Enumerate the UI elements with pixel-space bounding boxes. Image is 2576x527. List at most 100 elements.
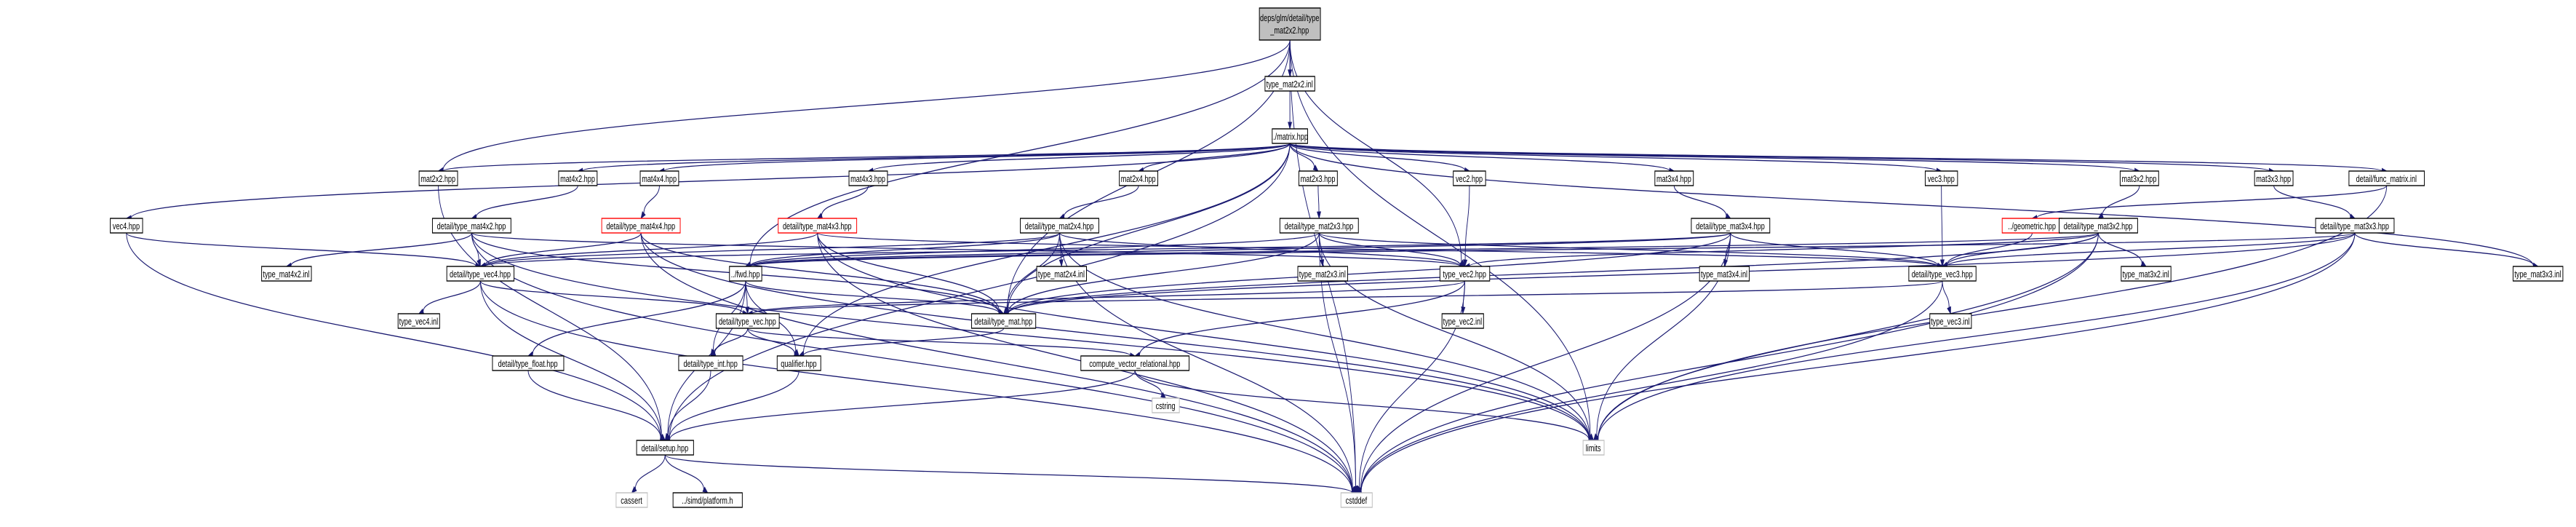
node-cassert[interactable]: cassert bbox=[615, 492, 648, 508]
edge-line bbox=[126, 232, 661, 439]
node-type-vec3-inl[interactable]: type_vec3.inl bbox=[1929, 313, 1972, 329]
node-matrix-hpp[interactable]: ../matrix.hpp bbox=[1272, 128, 1308, 144]
node-setup-hpp[interactable]: detail/setup.hpp bbox=[636, 440, 694, 456]
edge-vec4-hpp-to-setup-hpp bbox=[126, 232, 666, 442]
node-cstddef[interactable]: cstddef bbox=[1340, 492, 1373, 508]
node-type-vec-hpp[interactable]: detail/type_vec.hpp bbox=[715, 313, 780, 329]
node-type-vec2-inl[interactable]: type_vec2.inl bbox=[1441, 313, 1484, 329]
node-type-vec2-hpp[interactable]: type_vec2.hpp bbox=[1439, 266, 1491, 282]
edge-line bbox=[442, 143, 1291, 172]
node-mat2x2-hpp[interactable]: mat2x2.hpp bbox=[418, 170, 458, 186]
edge-line bbox=[2354, 232, 2534, 266]
node-label: vec2.hpp bbox=[1456, 175, 1483, 185]
node-type-mat4x3-hpp[interactable]: detail/type_mat4x3.hpp bbox=[778, 218, 858, 234]
edge-line bbox=[1134, 370, 1163, 395]
edge-line bbox=[476, 185, 578, 218]
edge-line bbox=[663, 143, 1291, 172]
edge-type-vec4-hpp-to-type-vec4-inl bbox=[418, 280, 481, 314]
node-type-float-hpp[interactable]: detail/type_float.hpp bbox=[492, 355, 565, 371]
edge-arrowhead bbox=[1312, 165, 1319, 172]
node-label: type_vec4.inl bbox=[399, 317, 438, 328]
node-simd-platform-h[interactable]: ../simd/platform.h bbox=[672, 492, 743, 508]
node-label: detail/type_vec.hpp bbox=[719, 317, 776, 328]
edge-matrix-hpp-to-type-mat3x3-inl bbox=[1289, 143, 2539, 269]
node-type-mat2x4-inl[interactable]: type_mat2x4.inl bbox=[1036, 266, 1088, 282]
node-limits[interactable]: limits bbox=[1582, 440, 1605, 456]
edge-setup-hpp-to-cstddef bbox=[664, 454, 1357, 496]
node-type-mat3x3-inl[interactable]: type_mat3x3.inl bbox=[2513, 266, 2564, 282]
node-type-mat4x4-hpp[interactable]: detail/type_mat4x4.hpp bbox=[601, 218, 681, 234]
node-vec4-hpp[interactable]: vec4.hpp bbox=[110, 218, 143, 234]
edge-mat4x4-hpp-to-type-mat4x4-hpp bbox=[640, 185, 660, 220]
node-type-mat4x2-hpp[interactable]: detail/type_mat4x2.hpp bbox=[431, 218, 511, 234]
edge-line bbox=[1289, 143, 1466, 171]
node-mat2x4-hpp[interactable]: mat2x4.hpp bbox=[1119, 170, 1159, 186]
node-type-mat-hpp[interactable]: detail/type_mat.hpp bbox=[971, 313, 1037, 329]
edge-line bbox=[1289, 143, 2135, 172]
edge-line bbox=[1318, 232, 1939, 267]
edge-arrowhead bbox=[1288, 69, 1293, 78]
edge-line bbox=[749, 232, 1060, 266]
node-type-mat2x4-hpp[interactable]: detail/type_mat2x4.hpp bbox=[1020, 218, 1099, 234]
node-mat3x3-hpp[interactable]: mat3x3.hpp bbox=[2254, 170, 2294, 186]
node-label: detail/type_mat2x4.hpp bbox=[1025, 222, 1094, 232]
node-type-mat3x3-hpp[interactable]: detail/type_mat3x3.hpp bbox=[2315, 218, 2395, 234]
node-geometric-hpp[interactable]: ../geometric.hpp bbox=[2001, 218, 2063, 234]
node-type-mat2x2-inl[interactable]: type_mat2x2.inl bbox=[1264, 76, 1315, 92]
edge-line bbox=[643, 185, 660, 214]
node-label: type_mat4x2.inl bbox=[263, 270, 309, 280]
node-type-mat3x4-hpp[interactable]: detail/type_mat3x4.hpp bbox=[1691, 218, 1771, 234]
node-label: detail/type_mat3x4.hpp bbox=[1696, 222, 1765, 232]
node-mat4x4-hpp[interactable]: mat4x4.hpp bbox=[639, 170, 679, 186]
edge-type-mat2x2-inl-to-matrix-hpp bbox=[1288, 91, 1293, 130]
edge-line bbox=[1946, 232, 2033, 265]
node-label: detail/setup.hpp bbox=[642, 444, 689, 454]
node-fwd-hpp[interactable]: ../fwd.hpp bbox=[729, 266, 762, 282]
edge-type-float-hpp-to-setup-hpp bbox=[527, 370, 666, 441]
node-cstring[interactable]: cstring bbox=[1152, 397, 1180, 413]
edge-mat3x4-hpp-to-type-mat3x4-hpp bbox=[1673, 185, 1731, 219]
edge-vec3-hpp-to-type-vec3-hpp bbox=[1939, 185, 1945, 268]
edge-line bbox=[479, 280, 662, 437]
edge-type-vec-hpp-to-compute-vector-relational-hpp bbox=[747, 328, 1136, 359]
node-type-vec4-inl[interactable]: type_vec4.inl bbox=[397, 313, 440, 329]
node-type-mat3x2-inl[interactable]: type_mat3x2.inl bbox=[2121, 266, 2172, 282]
node-type-mat2x3-inl[interactable]: type_mat2x3.inl bbox=[1297, 266, 1348, 282]
node-label: detail/type_mat.hpp bbox=[974, 317, 1032, 328]
edge-line bbox=[1673, 185, 1727, 216]
edge-line bbox=[745, 280, 1000, 314]
node-type-mat2x3-hpp[interactable]: detail/type_mat2x3.hpp bbox=[1279, 218, 1359, 234]
node-mat3x2-hpp[interactable]: mat3x2.hpp bbox=[2119, 170, 2159, 186]
node-root-type-mat2x2-hpp: deps/glm/detail/type _mat2x2.hpp bbox=[1259, 7, 1321, 41]
edge-line bbox=[1289, 143, 1670, 172]
edge-line bbox=[640, 232, 1000, 313]
edge-line bbox=[1289, 143, 2270, 172]
edge-line bbox=[1139, 280, 1466, 355]
node-type-mat4x2-inl[interactable]: type_mat4x2.inl bbox=[261, 266, 312, 282]
node-label: cstddef bbox=[1346, 496, 1368, 507]
edge-line bbox=[1360, 232, 2099, 491]
node-type-vec3-hpp[interactable]: detail/type_vec3.hpp bbox=[1908, 266, 1977, 282]
node-type-mat3x4-inl[interactable]: type_mat3x4.inl bbox=[1699, 266, 1750, 282]
node-label: type_mat2x3.inl bbox=[1299, 270, 1346, 280]
edge-line bbox=[2102, 185, 2140, 215]
node-compute-vector-relational-hpp[interactable]: compute_vector_relational.hpp bbox=[1080, 355, 1190, 371]
node-vec3-hpp[interactable]: vec3.hpp bbox=[1924, 170, 1958, 186]
node-mat3x4-hpp[interactable]: mat3x4.hpp bbox=[1654, 170, 1694, 186]
node-func-matrix-inl[interactable]: detail/func_matrix.inl bbox=[2348, 170, 2425, 186]
edge-line bbox=[126, 232, 476, 266]
node-label: mat2x3.hpp bbox=[1301, 175, 1336, 185]
node-mat4x3-hpp[interactable]: mat4x3.hpp bbox=[848, 170, 888, 186]
edge-arrowhead bbox=[745, 306, 750, 315]
node-mat2x3-hpp[interactable]: mat2x3.hpp bbox=[1298, 170, 1338, 186]
node-type-int-hpp[interactable]: detail/type_int.hpp bbox=[678, 355, 743, 371]
node-type-mat3x2-hpp[interactable]: detail/type_mat3x2.hpp bbox=[2058, 218, 2138, 234]
node-qualifier-hpp[interactable]: qualifier.hpp bbox=[776, 355, 821, 371]
node-vec2-hpp[interactable]: vec2.hpp bbox=[1453, 170, 1486, 186]
node-type-vec4-hpp[interactable]: detail/type_vec4.hpp bbox=[446, 266, 515, 282]
edge-line bbox=[1289, 143, 2534, 266]
edge-line bbox=[1942, 280, 1950, 308]
node-label: mat4x3.hpp bbox=[850, 175, 885, 185]
node-mat4x2-hpp[interactable]: mat4x2.hpp bbox=[558, 170, 598, 186]
edge-line bbox=[749, 232, 2356, 267]
